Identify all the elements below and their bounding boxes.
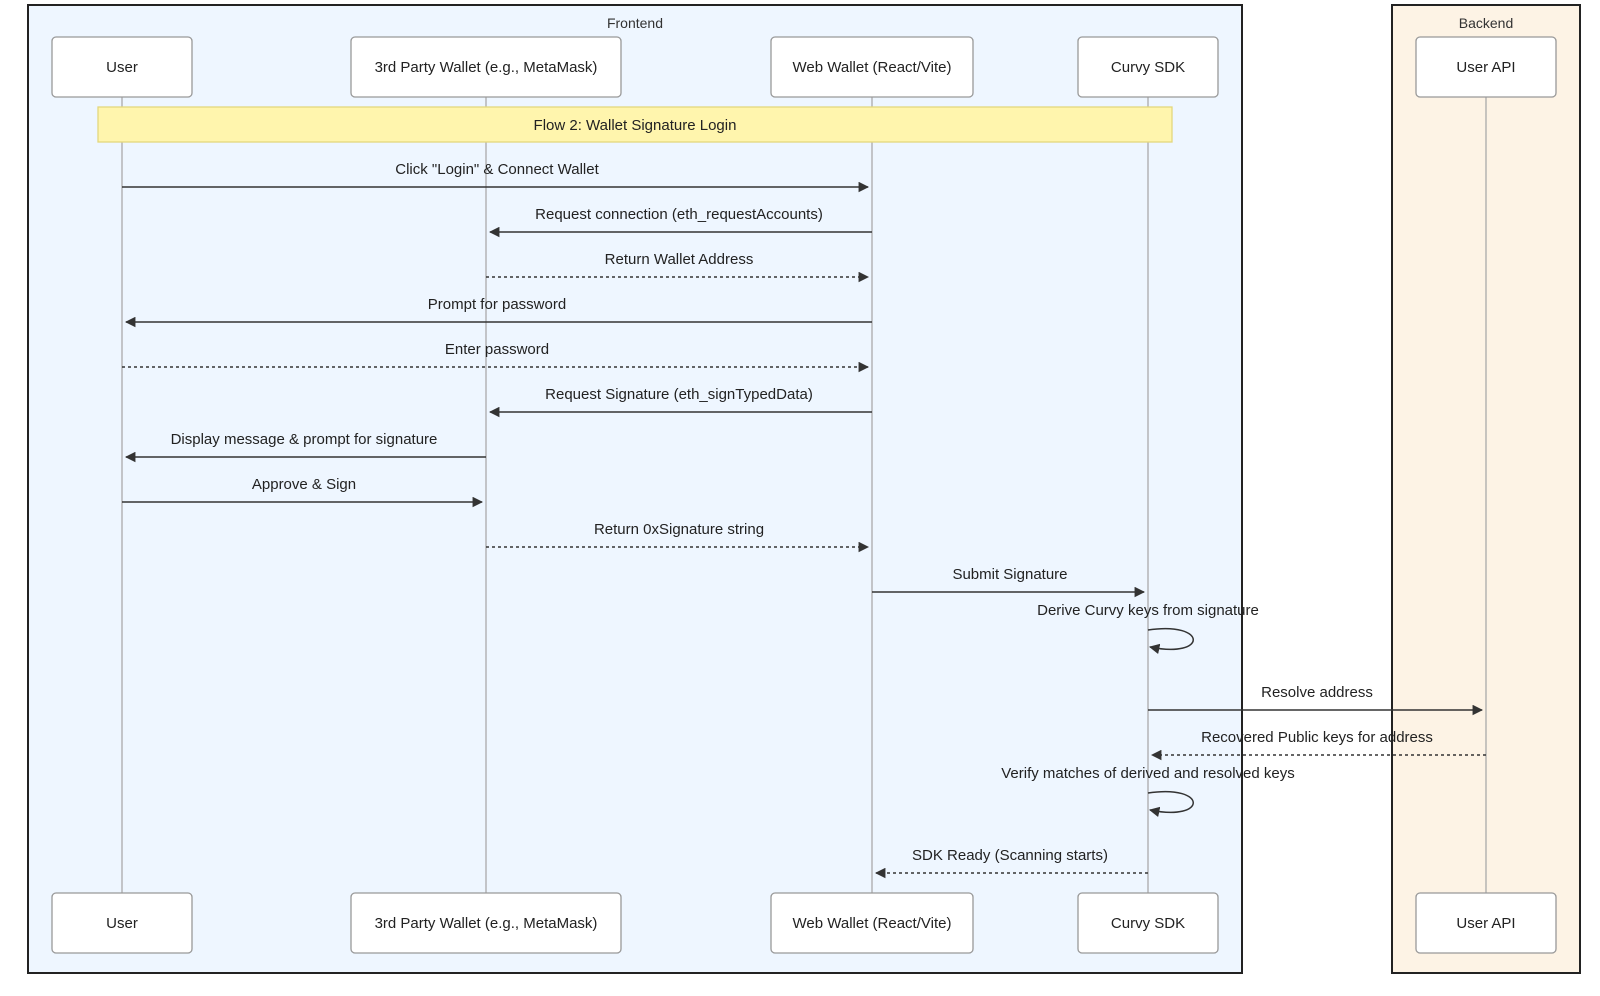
message: Resolve address bbox=[1148, 684, 1484, 716]
participant-user-top: User bbox=[51, 36, 193, 98]
message-label: Request Signature (eth_signTypedData) bbox=[545, 386, 813, 403]
message: Return Wallet Address bbox=[486, 251, 870, 283]
participant-web-wallet-top: Web Wallet (React/Vite) bbox=[770, 36, 974, 98]
message: Verify matches of derived and resolved k… bbox=[1001, 765, 1295, 818]
participant-user-api-bottom: User API bbox=[1415, 892, 1557, 954]
message-label: Display message & prompt for signature bbox=[171, 431, 438, 448]
message-label: Return 0xSignature string bbox=[594, 521, 764, 538]
participant-label: User bbox=[106, 915, 138, 932]
self-loop-arrow bbox=[1147, 627, 1194, 655]
message: Display message & prompt for signature bbox=[124, 431, 486, 463]
message-label: Approve & Sign bbox=[252, 476, 356, 493]
participant-label: 3rd Party Wallet (e.g., MetaMask) bbox=[375, 915, 598, 932]
message-label: Derive Curvy keys from signature bbox=[1037, 602, 1259, 619]
message: Approve & Sign bbox=[122, 476, 484, 508]
participant-label: Web Wallet (React/Vite) bbox=[793, 915, 952, 932]
participant-label: User API bbox=[1456, 915, 1515, 932]
message-label: Recovered Public keys for address bbox=[1201, 729, 1433, 746]
flow-note: Flow 2: Wallet Signature Login bbox=[97, 106, 1173, 143]
message-label: Prompt for password bbox=[428, 296, 566, 313]
message-label: Request connection (eth_requestAccounts) bbox=[535, 206, 823, 223]
backend-group-label: Backend bbox=[1459, 15, 1513, 31]
message-label: Submit Signature bbox=[952, 566, 1067, 583]
participant-label: Curvy SDK bbox=[1111, 59, 1185, 76]
message: Enter password bbox=[122, 341, 870, 373]
participant-3rd-party-wallet-bottom: 3rd Party Wallet (e.g., MetaMask) bbox=[350, 892, 622, 954]
participant-curvy-sdk-bottom: Curvy SDK bbox=[1077, 892, 1219, 954]
message-label: Enter password bbox=[445, 341, 549, 358]
message: Request connection (eth_requestAccounts) bbox=[488, 206, 872, 238]
participant-label: Curvy SDK bbox=[1111, 915, 1185, 932]
message: Click "Login" & Connect Wallet bbox=[122, 161, 870, 193]
participant-label: 3rd Party Wallet (e.g., MetaMask) bbox=[375, 59, 598, 76]
participant-label: User API bbox=[1456, 59, 1515, 76]
message: Derive Curvy keys from signature bbox=[1037, 602, 1259, 655]
message-label: Resolve address bbox=[1261, 684, 1373, 701]
message: Return 0xSignature string bbox=[486, 521, 870, 553]
flow-note-text: Flow 2: Wallet Signature Login bbox=[534, 117, 737, 134]
message: SDK Ready (Scanning starts) bbox=[874, 847, 1148, 879]
message: Prompt for password bbox=[124, 296, 872, 328]
message-label: SDK Ready (Scanning starts) bbox=[912, 847, 1108, 864]
participant-web-wallet-bottom: Web Wallet (React/Vite) bbox=[770, 892, 974, 954]
message: Submit Signature bbox=[872, 566, 1146, 598]
participant-label: User bbox=[106, 59, 138, 76]
message-label: Return Wallet Address bbox=[605, 251, 754, 268]
message-label: Verify matches of derived and resolved k… bbox=[1001, 765, 1294, 782]
participant-user-api-top: User API bbox=[1415, 36, 1557, 98]
message-label: Click "Login" & Connect Wallet bbox=[395, 161, 599, 178]
flow-note-box bbox=[97, 106, 1173, 143]
participant-label: Web Wallet (React/Vite) bbox=[793, 59, 952, 76]
self-loop-arrow bbox=[1147, 790, 1194, 818]
participant-curvy-sdk-top: Curvy SDK bbox=[1077, 36, 1219, 98]
frontend-group-label: Frontend bbox=[607, 15, 663, 31]
message: Request Signature (eth_signTypedData) bbox=[488, 386, 872, 418]
frontend-group-box bbox=[27, 4, 1243, 974]
participant-3rd-party-wallet-top: 3rd Party Wallet (e.g., MetaMask) bbox=[350, 36, 622, 98]
message: Recovered Public keys for address bbox=[1150, 729, 1486, 761]
participant-user-bottom: User bbox=[51, 892, 193, 954]
lifelines bbox=[121, 97, 1487, 893]
